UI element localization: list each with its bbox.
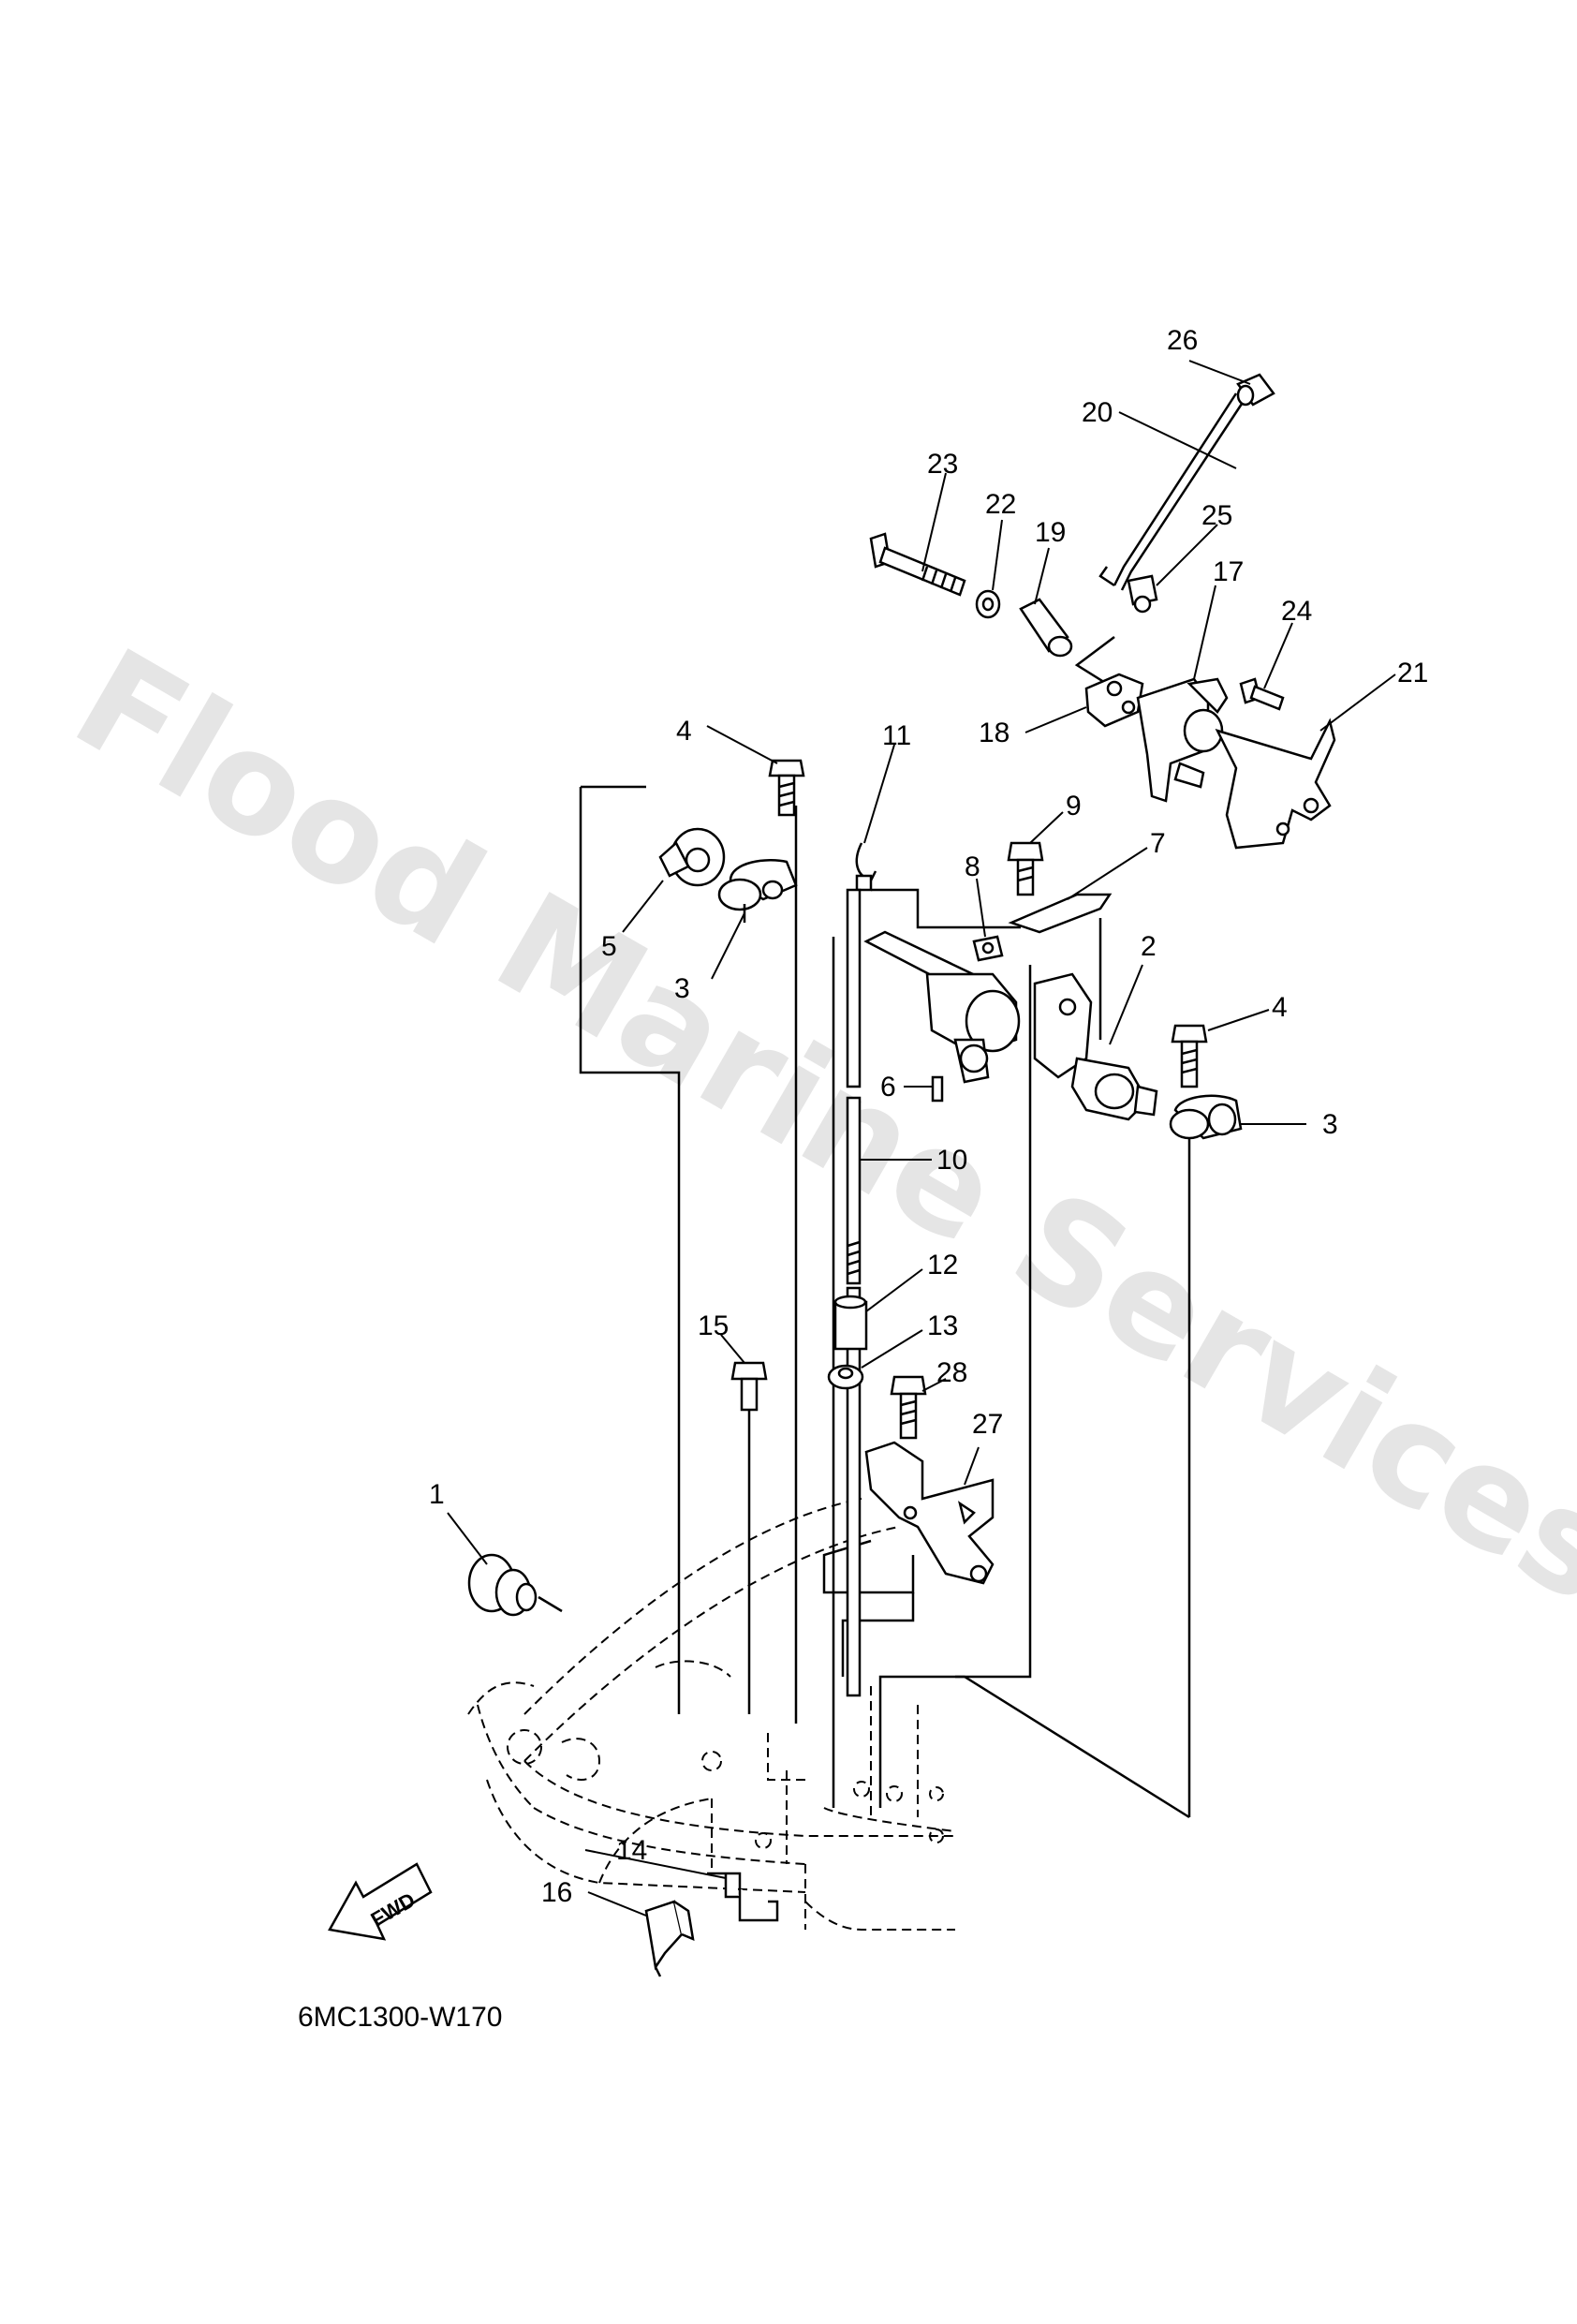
part-8-nut [972, 935, 1004, 962]
part-6-pin [931, 1075, 944, 1103]
callout-3-right: 3 [1322, 1109, 1338, 1140]
callout-5: 5 [601, 931, 617, 962]
part-shift-shaft-assembly [863, 930, 1158, 1121]
callout-11: 11 [882, 720, 911, 751]
callout-12: 12 [927, 1250, 958, 1280]
part-3-joint-left [717, 858, 798, 923]
part-28-bolt [890, 1375, 927, 1440]
part-11-pin [855, 842, 877, 892]
callout-9: 9 [1066, 791, 1082, 822]
part-22-washer [975, 589, 1001, 619]
callout-15: 15 [698, 1310, 729, 1341]
callout-4-left: 4 [676, 716, 692, 747]
callout-3-left: 3 [674, 973, 690, 1004]
part-3-joint-right [1169, 1094, 1243, 1140]
leader-lines [447, 360, 1396, 1917]
part-27-bracket [864, 1441, 995, 1585]
part-14-clip [707, 1872, 779, 1922]
part-25-nut [1127, 574, 1158, 614]
callout-21: 21 [1397, 658, 1428, 688]
callout-24: 24 [1281, 596, 1312, 627]
lower-casing [467, 1498, 956, 1931]
callout-28: 28 [936, 1357, 967, 1388]
callout-22: 22 [985, 489, 1016, 520]
part-7-plate [1008, 893, 1113, 934]
callout-17: 17 [1213, 556, 1244, 587]
part-4-bolt-left [768, 759, 805, 817]
callout-20: 20 [1082, 397, 1113, 428]
callout-27: 27 [972, 1409, 1003, 1440]
part-19-collar [1019, 598, 1073, 658]
part-16-clip [644, 1900, 695, 1977]
callout-26: 26 [1167, 325, 1198, 356]
callout-25: 25 [1201, 500, 1232, 531]
part-5-clip [658, 827, 726, 887]
callout-14: 14 [616, 1835, 647, 1866]
callout-10: 10 [936, 1145, 967, 1176]
part-23-bolt [869, 532, 966, 597]
callout-7: 7 [1150, 828, 1166, 859]
part-1-grommet [467, 1553, 563, 1617]
part-18-lever [1084, 673, 1144, 728]
part-26-knob [1236, 373, 1275, 407]
drawing-code: 6MC1300-W170 [298, 2002, 502, 2033]
part-21-bracket [1215, 718, 1336, 850]
callout-1: 1 [429, 1479, 445, 1510]
part-10-rod [846, 888, 862, 1697]
callout-19: 19 [1035, 517, 1066, 548]
callout-13: 13 [927, 1310, 958, 1341]
part-15-bolt [730, 1361, 768, 1412]
part-13-nut [827, 1364, 864, 1390]
callout-2: 2 [1141, 931, 1157, 962]
fwd-arrow-icon: FWD [328, 1862, 433, 1941]
callout-16: 16 [541, 1877, 572, 1908]
part-9-bolt [1007, 841, 1044, 896]
part-24-bolt [1239, 677, 1285, 711]
part-12-sleeve [833, 1295, 868, 1351]
callout-23: 23 [927, 449, 958, 480]
watermark: Flood Marine Services [49, 618, 1577, 1635]
callout-4-right: 4 [1272, 992, 1288, 1023]
callout-6: 6 [880, 1072, 896, 1103]
part-17-arm [1136, 677, 1229, 803]
callouts: 1 2 3 3 4 4 5 6 7 8 9 10 11 12 13 14 15 … [429, 325, 1428, 1908]
callout-8: 8 [965, 851, 980, 882]
callout-18: 18 [979, 718, 1010, 748]
part-4-bolt-right [1171, 1024, 1208, 1088]
